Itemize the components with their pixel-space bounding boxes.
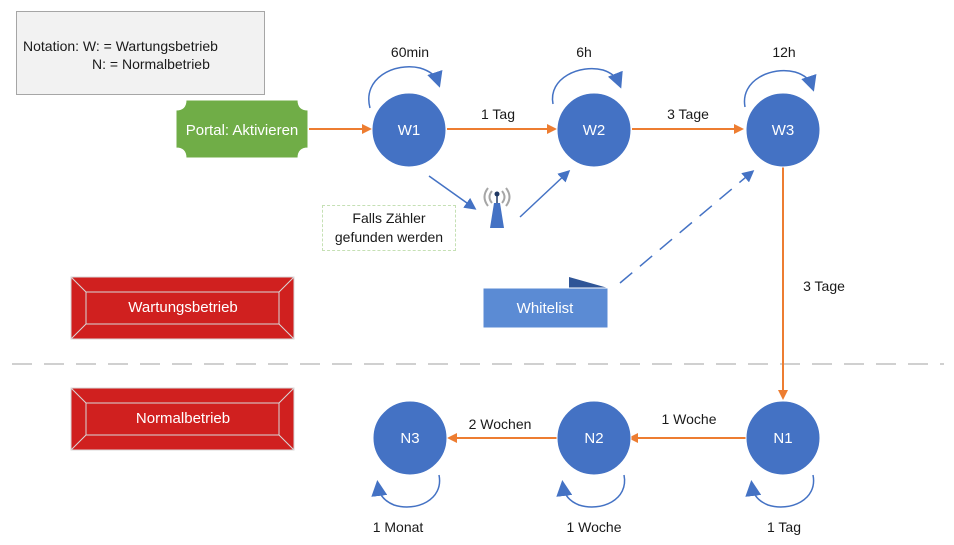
notation-line-normal: N: = Normalbetrieb	[92, 56, 210, 72]
loop-arrow-w2	[551, 67, 623, 105]
state-node-n3-label: N3	[400, 430, 419, 447]
condition-note: Falls Zähler gefunden werden	[322, 205, 456, 251]
arrow-w1-antenna	[428, 175, 477, 210]
state-node-n2-label: N2	[584, 430, 603, 447]
loop-arrow-n3	[371, 474, 441, 508]
state-node-n3[interactable]: N3	[372, 400, 448, 476]
notation-line-maintenance: Notation: W: = Wartungsbetrieb	[23, 38, 218, 54]
loop-arrow-w3	[743, 69, 817, 108]
state-node-w3-label: W3	[772, 122, 795, 139]
loop-arrow-n1	[745, 474, 815, 508]
loop-label-w1: 60min	[391, 44, 429, 60]
portal-activate-shape[interactable]: Portal: Aktivieren	[175, 99, 309, 159]
arrow-whitelist-w3	[619, 170, 755, 284]
state-node-w2[interactable]: W2	[556, 92, 632, 168]
loop-arrow-w1	[368, 66, 443, 109]
mode-label-normal: Normalbetrieb	[136, 410, 230, 427]
loop-label-w3: 12h	[772, 44, 795, 60]
mode-box-maintenance: Wartungsbetrieb	[70, 276, 295, 340]
condition-note-line1: Falls Zähler	[352, 210, 426, 226]
loop-label-n1: 1 Tag	[767, 519, 801, 535]
state-node-n1-label: N1	[773, 430, 792, 447]
label-n1-n2: 1 Woche	[662, 411, 717, 427]
mode-box-normal: Normalbetrieb	[70, 387, 295, 451]
arrow-antenna-w2	[519, 169, 571, 218]
loop-label-n2: 1 Woche	[567, 519, 622, 535]
state-node-n1[interactable]: N1	[745, 400, 821, 476]
label-n2-n3: 2 Wochen	[469, 416, 532, 432]
state-node-w1[interactable]: W1	[371, 92, 447, 168]
loop-arrow-n2	[556, 474, 626, 508]
state-node-w3[interactable]: W3	[745, 92, 821, 168]
whitelist-label: Whitelist	[517, 300, 575, 317]
state-node-n2[interactable]: N2	[556, 400, 632, 476]
state-node-w1-label: W1	[398, 122, 421, 139]
notation-box: Notation: W: = Wartungsbetrieb N: = Norm…	[16, 11, 265, 95]
label-w1-w2: 1 Tag	[481, 106, 515, 122]
label-w2-w3: 3 Tage	[667, 106, 709, 122]
loop-label-w2: 6h	[576, 44, 592, 60]
antenna-icon	[483, 187, 511, 228]
loop-label-n3: 1 Monat	[373, 519, 424, 535]
label-w3-n1: 3 Tage	[803, 278, 845, 294]
portal-activate-label: Portal: Aktivieren	[186, 122, 299, 139]
mode-label-maintenance: Wartungsbetrieb	[128, 299, 238, 316]
condition-note-line2: gefunden werden	[334, 229, 444, 245]
state-node-w2-label: W2	[583, 122, 606, 139]
whitelist-box[interactable]: Whitelist	[482, 277, 609, 329]
